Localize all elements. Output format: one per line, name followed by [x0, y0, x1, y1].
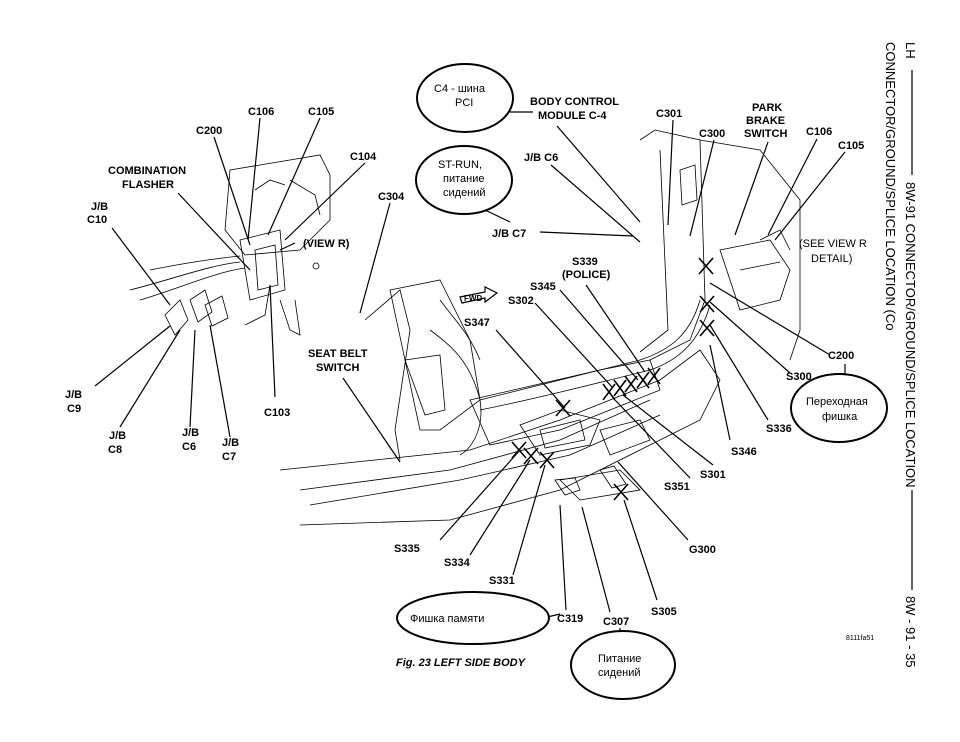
label-body-control-module-line1: BODY CONTROL [530, 96, 619, 108]
side-header: LH 8W-91 CONNECTOR/GROUND/SPLICE LOCATIO… [883, 42, 918, 668]
label-s300: S300 [786, 371, 812, 383]
side-header-lh: LH [903, 42, 918, 59]
view-r-detail-drawing [129, 154, 331, 336]
bubble-pci [416, 63, 514, 133]
label-jb-c8-line1: J/B [109, 430, 126, 442]
label-s331: S331 [489, 575, 515, 587]
label-c319: C319 [557, 613, 583, 625]
label-s347: S347 [464, 317, 490, 329]
label-jb-c7-view-r-line2: C7 [222, 451, 236, 463]
label-fwd-arrow: FWD [464, 294, 482, 303]
label-jb-c10-line2: C10 [87, 214, 107, 226]
label-c301: C301 [656, 108, 682, 120]
side-header-page: 8W - 91 - 35 [903, 596, 918, 668]
label-c106: C106 [806, 126, 832, 138]
figure-caption: Fig. 23 LEFT SIDE BODY [396, 657, 527, 669]
label-s346: S346 [731, 446, 757, 458]
bubble-st-run [415, 145, 513, 215]
label-seat-belt-switch-line2: SWITCH [316, 362, 359, 374]
label-jb-c8-line2: C8 [108, 444, 122, 456]
bubble-seat-power [570, 630, 676, 700]
label-jb-c9-line2: C9 [67, 403, 81, 415]
bubble-pci-line2: PCI [455, 97, 473, 109]
label-jb-c6-view-r-line1: J/B [182, 427, 199, 439]
label-seat-belt-switch-line1: SEAT BELT [308, 348, 368, 360]
annotation-bubbles: C4 - шина PCI ST-RUN, питание сидений Пе… [396, 63, 888, 700]
label-park-brake-switch-line1: PARK [752, 102, 782, 114]
bubble-adapter [790, 373, 888, 443]
label-jb-c7: J/B C7 [492, 228, 526, 240]
label-c105: C105 [838, 140, 864, 152]
label-park-brake-switch-line3: SWITCH [744, 128, 787, 140]
label-c104: C104 [350, 151, 377, 163]
label-c200: C200 [828, 350, 854, 362]
label-c200-view-r: C200 [196, 125, 222, 137]
body-drawing [279, 129, 801, 526]
label-see-view-r-line2: DETAIL) [811, 253, 852, 265]
label-body-control-module-line2: MODULE C-4 [538, 110, 607, 122]
leader-lines [94, 111, 846, 619]
label-g300: G300 [689, 544, 716, 556]
label-jb-c9-line1: J/B [65, 389, 82, 401]
label-jb-c7-view-r-line1: J/B [222, 437, 239, 449]
label-s339: S339 [572, 256, 598, 268]
bubble-seat-power-line1: Питание [598, 653, 641, 665]
label-c106-view-r: C106 [248, 106, 274, 118]
label-park-brake-switch-line2: BRAKE [746, 115, 785, 127]
label-c304: C304 [378, 191, 405, 203]
labels: C106 C105 C200 C104 COMBINATION FLASHER … [65, 96, 867, 628]
bubble-seat-power-line2: сидений [598, 667, 641, 679]
figure-code: 8111fa51 [846, 635, 874, 642]
label-s351: S351 [664, 481, 690, 493]
label-c105-view-r: C105 [308, 106, 334, 118]
label-jb-c6: J/B C6 [524, 152, 558, 164]
label-s305: S305 [651, 606, 677, 618]
label-view-r: (VIEW R) [303, 238, 350, 250]
label-see-view-r-line1: (SEE VIEW R [799, 238, 867, 250]
side-header-title: 8W-91 CONNECTOR/GROUND/SPLICE LOCATION [903, 182, 918, 488]
label-s302: S302 [508, 295, 534, 307]
label-s301: S301 [700, 469, 726, 481]
label-combination-flasher-line2: FLASHER [122, 179, 174, 191]
label-jb-c10-line1: J/B [91, 201, 108, 213]
label-s335: S335 [394, 543, 420, 555]
bubble-st-run-line1: ST-RUN, [438, 159, 482, 171]
label-combination-flasher-line1: COMBINATION [108, 165, 186, 177]
splice-x-marks [511, 257, 715, 501]
label-s345: S345 [530, 281, 556, 293]
label-s336: S336 [766, 423, 792, 435]
bubble-memory [396, 591, 550, 645]
label-jb-c6-view-r-line2: C6 [182, 441, 196, 453]
label-c300: C300 [699, 128, 725, 140]
label-s334: S334 [444, 557, 471, 569]
label-s339-police: (POLICE) [562, 269, 611, 281]
bubble-adapter-line2: фишка [822, 411, 858, 423]
bubble-pci-line1: C4 - шина [434, 83, 486, 95]
label-c103: C103 [264, 407, 290, 419]
bubble-memory-text: Фишка памяти [410, 613, 484, 625]
bubble-st-run-line3: сидений [443, 187, 486, 199]
bubble-st-run-line2: питание [443, 173, 484, 185]
bubble-adapter-line1: Переходная [806, 396, 868, 408]
side-header-subtitle: CONNECTOR/GROUND/SPLICE LOCATION (Co [883, 42, 898, 330]
label-c307: C307 [603, 616, 629, 628]
